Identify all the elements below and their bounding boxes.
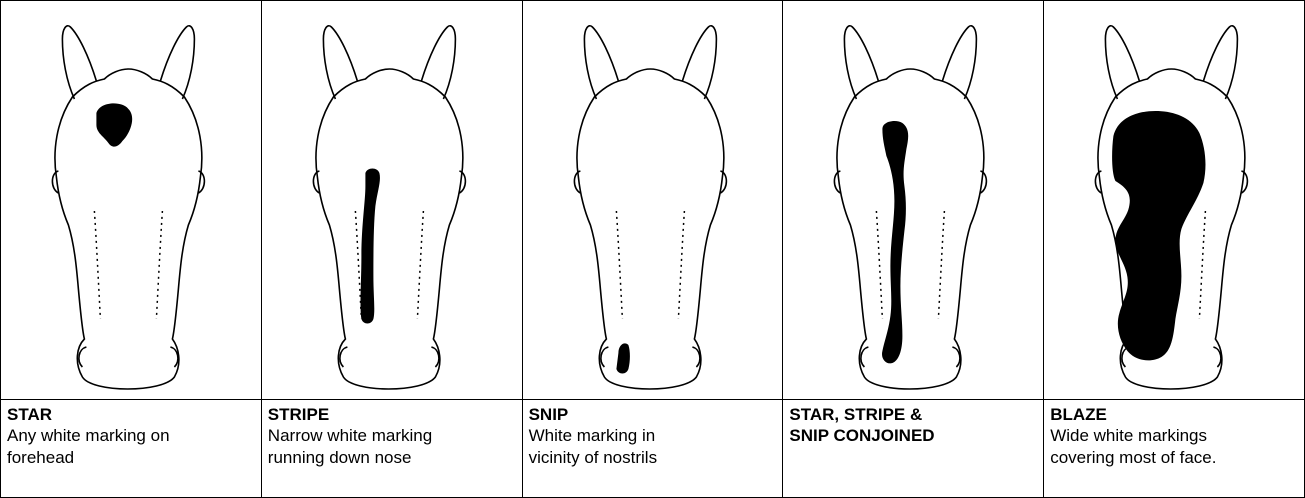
marking-description: Wide white markings covering most of fac… xyxy=(1050,425,1298,469)
horse-head-snip-drawing xyxy=(523,1,783,399)
horse-head-star-drawing xyxy=(1,1,261,399)
left-nostril xyxy=(601,347,608,367)
illustration-row xyxy=(1,1,1305,400)
right-nostril xyxy=(953,347,960,367)
right-ear xyxy=(943,26,977,99)
horse-head-star-stripe-snip-drawing xyxy=(783,1,1043,399)
marking-title: SNIP xyxy=(529,404,777,425)
right-cheek-line xyxy=(939,211,945,319)
left-nostril xyxy=(861,347,868,367)
caption-row: STAR Any white marking on forehead STRIP… xyxy=(1,400,1305,498)
snip-marking xyxy=(616,343,630,373)
head-outline xyxy=(316,69,463,389)
blaze-marking xyxy=(1112,111,1205,360)
right-cheek-line xyxy=(417,211,423,319)
left-ear xyxy=(323,26,357,99)
horse-head-stripe-drawing xyxy=(262,1,522,399)
left-ear xyxy=(845,26,879,99)
caption-star: STAR Any white marking on forehead xyxy=(1,400,262,498)
left-ear xyxy=(584,26,618,99)
marking-description: White marking in vicinity of nostrils xyxy=(529,425,777,469)
horse-head xyxy=(574,26,726,389)
marking-title: STAR, STRIPE & SNIP CONJOINED xyxy=(789,404,1037,446)
left-cheek-line xyxy=(355,211,361,319)
right-cheek-line xyxy=(156,211,162,319)
right-nostril xyxy=(431,347,438,367)
left-cheek-line xyxy=(877,211,883,319)
right-ear xyxy=(1204,26,1238,99)
marking-title: BLAZE xyxy=(1050,404,1298,425)
right-nostril xyxy=(170,347,177,367)
horse-head xyxy=(313,26,465,389)
right-ear xyxy=(160,26,194,99)
marking-description: Any white marking on forehead xyxy=(7,425,255,469)
horse-head xyxy=(835,26,987,389)
left-cheek-line xyxy=(616,211,622,319)
stripe-marking xyxy=(360,169,379,324)
left-nostril xyxy=(340,347,347,367)
head-outline xyxy=(837,69,984,389)
caption-stripe: STRIPE Narrow white marking running down… xyxy=(261,400,522,498)
right-nostril xyxy=(1214,347,1221,367)
caption-star-stripe-snip: STAR, STRIPE & SNIP CONJOINED xyxy=(783,400,1044,498)
caption-blaze: BLAZE Wide white markings covering most … xyxy=(1044,400,1305,498)
star-stripe-snip-marking xyxy=(882,121,908,363)
left-nostril xyxy=(79,347,86,367)
left-cheek-line xyxy=(94,211,100,319)
panel-stripe-illustration xyxy=(261,1,522,400)
panel-snip-illustration xyxy=(522,1,783,400)
panel-star-stripe-snip-illustration xyxy=(783,1,1044,400)
marking-title: STAR xyxy=(7,404,255,425)
panel-blaze-illustration xyxy=(1044,1,1305,400)
right-cheek-line xyxy=(678,211,684,319)
right-ear xyxy=(682,26,716,99)
panel-star-illustration xyxy=(1,1,262,400)
horse-head xyxy=(52,26,204,389)
marking-title: STRIPE xyxy=(268,404,516,425)
left-ear xyxy=(1106,26,1140,99)
horse-head-blaze-drawing xyxy=(1044,1,1304,399)
head-outline xyxy=(577,69,724,389)
star-marking xyxy=(96,103,132,146)
left-ear xyxy=(62,26,96,99)
marking-description: Narrow white marking running down nose xyxy=(268,425,516,469)
right-nostril xyxy=(692,347,699,367)
caption-snip: SNIP White marking in vicinity of nostri… xyxy=(522,400,783,498)
right-ear xyxy=(421,26,455,99)
right-cheek-line xyxy=(1200,211,1206,319)
